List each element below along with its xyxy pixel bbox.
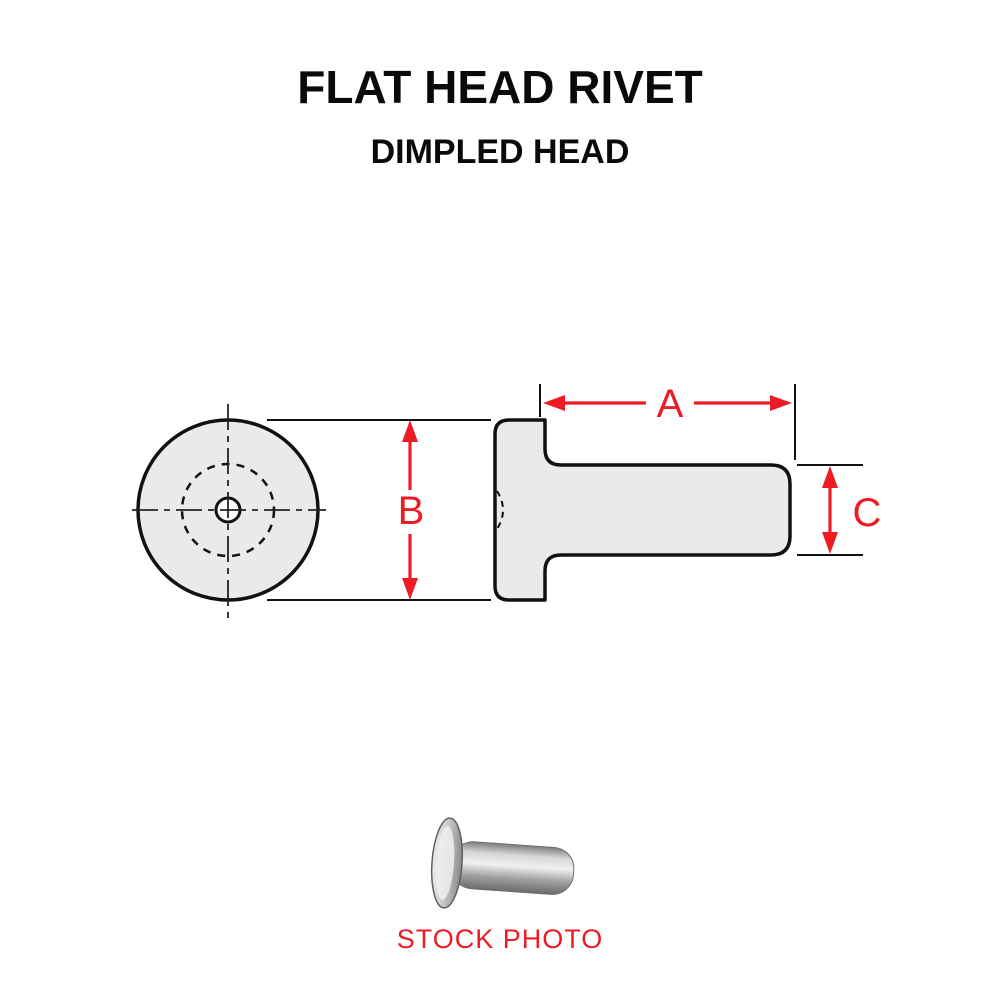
arrow-up-icon — [402, 420, 418, 442]
rivet-profile — [493, 418, 792, 602]
dim-c-label: C — [853, 491, 882, 535]
dimension-b: B — [267, 419, 491, 601]
arrow-down-icon — [822, 532, 838, 554]
dimension-c: C — [797, 464, 882, 556]
front-view — [132, 404, 326, 620]
stock-photo-caption: STOCK PHOTO — [397, 924, 604, 954]
arrow-down-icon — [402, 578, 418, 600]
side-view — [493, 418, 792, 602]
dimple-hidden-arc — [496, 490, 504, 530]
dim-b-label: B — [398, 489, 425, 533]
photo-rivet-shank — [451, 841, 575, 895]
photo-rivet-head-highlight — [435, 825, 455, 900]
dimension-a: A — [539, 382, 796, 460]
arrow-up-icon — [822, 466, 838, 488]
dim-a-label: A — [657, 382, 684, 426]
arrow-left-icon — [543, 395, 565, 411]
page-title: FLAT HEAD RIVET — [297, 61, 702, 113]
stock-photo-rivet — [430, 817, 575, 909]
arrow-right-icon — [770, 395, 792, 411]
page-subtitle: DIMPLED HEAD — [371, 133, 630, 171]
